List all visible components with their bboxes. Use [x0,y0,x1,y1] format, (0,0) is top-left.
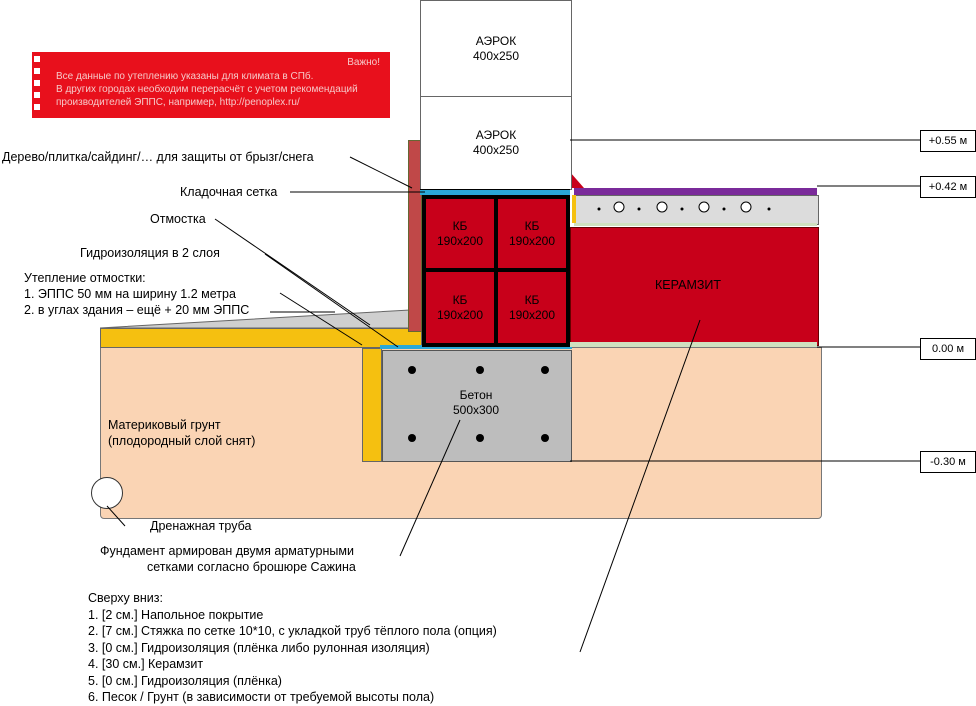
ground-label: Материковый грунт [108,418,221,432]
drain-label: Дренажная труба [150,519,252,533]
hydro-label: Гидроизоляция в 2 слоя [80,246,220,260]
layer-item: 1. [2 см.] Напольное покрытие [88,607,264,622]
warning-line: Все данные по утеплению указаны для клим… [56,71,314,82]
drain-pipe [91,477,123,509]
warning-box: Важно! Все данные по утеплению указаны д… [32,52,390,118]
layers-list: Сверху вниз: 1. [2 см.] Напольное покрыт… [88,590,497,706]
masonry-mesh [420,189,570,195]
wood-label: Дерево/плитка/сайдинг/… для защиты от бр… [2,150,314,164]
warning-line: В других городах необходим перерасчёт с … [56,84,358,95]
warning-title: Важно! [347,57,380,68]
screed-film [574,223,817,226]
warning-line: производителей ЭППС, например, http://pe… [56,97,300,108]
wedge [570,172,584,188]
chain-icon [34,56,40,110]
keramzit-label: КЕРАМЗИТ [655,278,722,292]
level-marker: -0.30 м [920,451,976,473]
otmostka-label: Отмостка [150,212,206,226]
layer-item: 4. [30 см.] Керамзит [88,657,204,671]
layer-item: 5. [0 см.] Гидроизоляция (плёнка) [88,673,282,688]
keramzit-film [570,342,817,347]
concrete-label: Бетон 500x300 [452,388,500,417]
aerok-block-bottom: АЭРОК 400x250 [420,96,572,190]
layer-item: 3. [0 см.] Гидроизоляция (плёнка либо ру… [88,640,430,655]
level-marker: 0.00 м [920,338,976,360]
foundation-label: Фундамент армирован двумя арматурными [100,544,354,558]
rebar-dots [382,350,570,460]
keramzit-fill [570,227,819,346]
floor-cover [574,188,817,195]
level-marker: +0.55 м [920,130,976,152]
level-marker: +0.42 м [920,176,976,198]
foundation-insulation [362,348,382,462]
insul-item: 1. ЭППС 50 мм на ширину 1.2 метра [24,287,236,301]
hydroisolation-line [380,345,572,349]
layer-item: 6. Песок / Грунт (в зависимости от требу… [88,690,435,704]
ground-label: (плодородный слой снят) [108,434,256,448]
edge-insulation [572,195,576,223]
mesh-label: Кладочная сетка [180,185,278,199]
layer-item: 2. [7 см.] Стяжка по сетке 10*10, с укла… [88,624,497,638]
insul-item: 2. в углах здания – ещё + 20 мм ЭППС [24,303,250,317]
foundation-label: сетками согласно брошюре Сажина [147,560,356,574]
insul-title: Утепление отмостки: [24,271,146,285]
heating-pipes [574,195,817,223]
layers-title: Сверху вниз: [88,591,163,605]
